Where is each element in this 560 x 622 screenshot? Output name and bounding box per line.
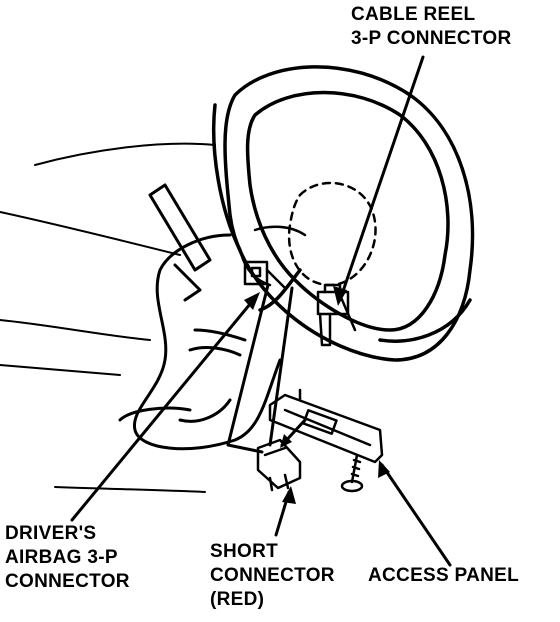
- access-panel-label: ACCESS PANEL: [368, 564, 519, 588]
- access-panel-drawing: [268, 388, 384, 464]
- column-stalk: [148, 183, 212, 302]
- cable-reel-label-line: CABLE REEL: [351, 4, 476, 25]
- dashboard-lines: [0, 142, 216, 493]
- steering-wheel-rim: [211, 65, 475, 362]
- arrow-heads: [244, 286, 390, 504]
- cable-reel-label: CABLE REEL 3-P CONNECTOR: [351, 3, 512, 51]
- connector-wire: [226, 283, 294, 454]
- leader-lines: [70, 55, 452, 567]
- short-connector-label-line: (RED): [210, 589, 265, 610]
- short-connector-label-line: CONNECTOR: [210, 565, 335, 586]
- short-connector-label: SHORT CONNECTOR (RED): [210, 540, 335, 612]
- drivers-airbag-label-line: AIRBAG 3-P: [5, 547, 118, 568]
- screw-drawing: [340, 453, 364, 493]
- drivers-airbag-connector-drawing: [243, 260, 287, 290]
- access-panel-label-line: ACCESS PANEL: [368, 565, 520, 586]
- drivers-airbag-label: DRIVER'S AIRBAG 3-P CONNECTOR: [5, 522, 130, 594]
- short-connector-drawing: [256, 438, 302, 492]
- short-connector-label-line: SHORT: [210, 541, 278, 562]
- drivers-airbag-label-line: DRIVER'S: [5, 523, 97, 544]
- cable-reel-label-line: 3-P CONNECTOR: [351, 28, 512, 49]
- steering-column: [118, 233, 282, 451]
- drivers-airbag-label-line: CONNECTOR: [5, 571, 130, 592]
